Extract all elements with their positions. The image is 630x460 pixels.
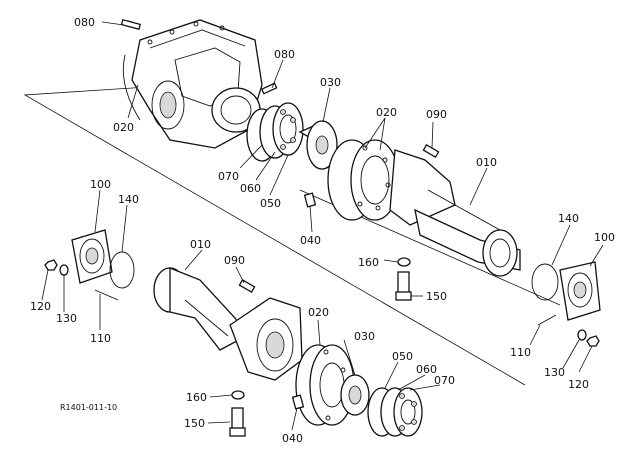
brake-stack-bottom	[367, 387, 423, 437]
o-ring-140-right	[531, 263, 559, 301]
label-140-left: 140	[118, 193, 139, 206]
label-130-right: 130	[544, 366, 565, 379]
label-070-top: 070	[218, 170, 239, 183]
label-140-right: 140	[558, 212, 579, 225]
label-160-bottom: 160	[186, 391, 207, 404]
axle-shaft-030-top	[298, 120, 338, 170]
label-130-left: 130	[56, 312, 77, 325]
stud-110-left	[94, 289, 119, 301]
washer-160-right	[397, 257, 411, 267]
label-100-right: 100	[594, 231, 615, 244]
label-160-right: 160	[358, 256, 379, 269]
label-050-top: 050	[260, 197, 281, 210]
label-040-top: 040	[300, 234, 321, 247]
label-030-bottom: 030	[354, 330, 375, 343]
label-110-left: 110	[90, 332, 111, 345]
label-080-mid: 080	[274, 48, 295, 61]
figure-code: R1401-011-10	[60, 403, 117, 412]
washer-130-left	[59, 264, 69, 276]
axle-tube-010-bottom	[153, 267, 303, 381]
label-020-bottom: 020	[308, 306, 329, 319]
label-070-bottom: 070	[434, 374, 455, 387]
label-120-left: 120	[30, 300, 51, 313]
bolt-040-top	[303, 192, 317, 208]
label-020-housing: 020	[113, 121, 134, 134]
label-080-top: 080	[74, 16, 95, 29]
label-090-top: 090	[426, 108, 447, 121]
label-100-left: 100	[90, 178, 111, 191]
label-020-top: 020	[376, 106, 397, 119]
hub-cover-100-right	[559, 261, 601, 321]
o-ring-140-left	[109, 251, 135, 289]
bolt-040-bottom	[291, 394, 305, 410]
stud-110-right	[537, 314, 557, 326]
label-120-right: 120	[568, 378, 589, 391]
washer-130-right	[577, 329, 587, 341]
label-040-bottom: 040	[282, 432, 303, 445]
label-150-right: 150	[426, 290, 447, 303]
bolt-150-bottom	[229, 407, 246, 437]
pin-080-top	[120, 18, 142, 31]
label-060-top: 060	[240, 182, 261, 195]
part-labels: 080 080 020 030 020 090 010 070 060 050 …	[30, 16, 615, 445]
label-060-bottom: 060	[416, 363, 437, 376]
nut-120-left	[44, 259, 58, 271]
axle-tube-010-top	[389, 149, 521, 277]
axle-shaft-030-bottom	[340, 374, 370, 416]
label-050-bottom: 050	[392, 350, 413, 363]
leader-lines	[41, 21, 604, 431]
label-010-bottom: 010	[190, 238, 211, 251]
washer-160-bottom	[231, 390, 245, 400]
label-110-right: 110	[510, 346, 531, 359]
label-090-bottom: 090	[224, 254, 245, 267]
label-030-top: 030	[320, 76, 341, 89]
flange-020-top	[327, 139, 400, 221]
label-150-bottom: 150	[184, 417, 205, 430]
bolt-090-bottom	[238, 279, 256, 293]
bolt-150-right	[395, 271, 412, 301]
nut-120-right	[586, 335, 600, 347]
center-housing	[122, 19, 263, 149]
label-010-top: 010	[476, 156, 497, 169]
pin-080-mid	[260, 82, 278, 95]
hub-cover-100-left	[71, 229, 113, 284]
bolt-090-top	[422, 144, 440, 158]
